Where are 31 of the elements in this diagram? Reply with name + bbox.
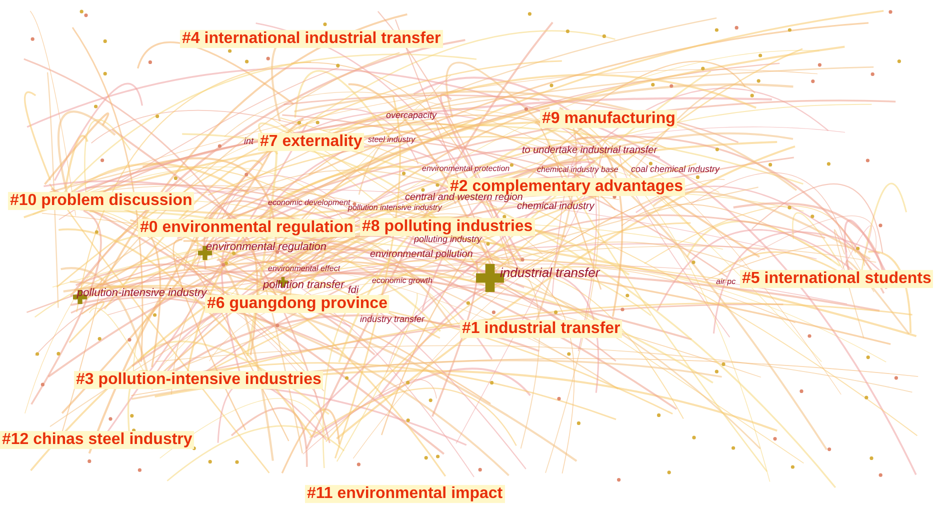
keyword-label: to undertake industrial transfer: [522, 145, 658, 156]
keyword-label: steel industry: [368, 136, 416, 145]
cluster-label: #11 environmental impact: [305, 485, 505, 503]
cluster-label: #1 industrial transfer: [460, 320, 622, 338]
keyword-label: environmental pollution: [370, 249, 473, 260]
cluster-label: #3 pollution-intensive industries: [74, 371, 324, 389]
keyword-label: chemical industry: [517, 201, 594, 212]
cluster-label: #8 polluting industries: [360, 218, 535, 236]
keyword-label: environmental regulation: [206, 241, 326, 254]
keyword-label: overcapacity: [386, 111, 437, 121]
keyword-label: fdi: [348, 285, 359, 296]
cluster-label: #4 international industrial transfer: [180, 30, 443, 48]
keyword-label: int: [244, 137, 254, 147]
cluster-label: #12 chinas steel industry: [0, 431, 194, 449]
cluster-label: #7 externality: [258, 133, 364, 151]
keyword-label: air pc: [716, 278, 736, 287]
cluster-label: #5 international students: [740, 270, 934, 288]
keyword-label: polluting industry: [414, 235, 482, 245]
cluster-label: #9 manufacturing: [540, 110, 678, 128]
keyword-label: environmental protection: [422, 165, 510, 174]
keyword-label: pollution transfer: [263, 279, 344, 292]
keyword-label: industrial transfer: [500, 266, 600, 280]
keyword-label: pollution intensive industry: [348, 204, 442, 213]
keyword-label: chemical industry base: [537, 166, 618, 175]
cluster-label: #0 environmental regulation: [138, 219, 356, 237]
cluster-label: #6 guangdong province: [205, 295, 390, 313]
keyword-label: economic growth: [372, 277, 432, 286]
keyword-label: coal chemical industry: [631, 165, 720, 175]
cluster-label: #10 problem discussion: [8, 192, 194, 210]
keyword-label: environmental effect: [268, 265, 340, 274]
keyword-label: industry transfer: [360, 315, 425, 325]
